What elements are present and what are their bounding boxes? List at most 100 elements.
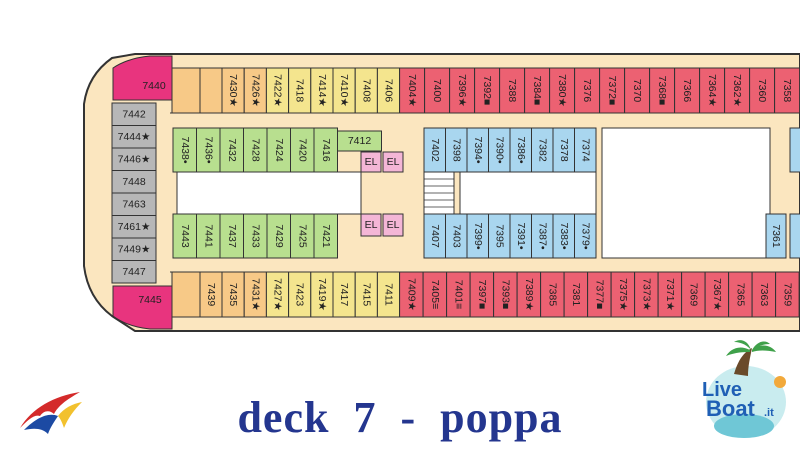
cabin xyxy=(360,151,382,173)
cabin xyxy=(382,151,404,173)
cabin-number: 7371★ xyxy=(664,278,676,311)
cabin-number: 7363 xyxy=(758,283,770,307)
cabin-number: 7399• xyxy=(472,222,484,249)
cabin-number: 7443 xyxy=(179,224,191,248)
cabin-number: 7441 xyxy=(202,224,214,248)
suite-top xyxy=(112,55,173,101)
cabin xyxy=(574,67,601,114)
cabin-number: 7461★ xyxy=(118,221,151,233)
cabin-number: 7423 xyxy=(294,283,306,307)
cabin xyxy=(574,127,597,173)
cabin-number: EL xyxy=(387,156,400,168)
cabin-number: 7445 xyxy=(138,294,162,306)
cabin-number: 7379• xyxy=(579,222,591,249)
cabin-number: 7432 xyxy=(226,138,238,162)
cabin-number: 7394• xyxy=(472,136,484,163)
cabin-number: 7411 xyxy=(383,283,395,306)
liveboat-text-it: .it xyxy=(764,407,774,419)
cabin xyxy=(111,260,157,284)
cabin xyxy=(499,67,526,114)
cabin-number: 7377■ xyxy=(593,280,605,310)
cabin-number: 7387• xyxy=(536,222,548,249)
cabin-number: 7360 xyxy=(756,79,768,103)
cabin-number: 7370 xyxy=(631,79,643,103)
cabin-number: 7380★ xyxy=(556,74,568,107)
liveboat-logo: Live Boat .it xyxy=(702,340,786,438)
cabin-number: 7401≡ xyxy=(452,280,464,310)
cabin-number: 7418 xyxy=(294,79,306,103)
cabin-number: 7381 xyxy=(570,283,582,307)
cabin-number: 7362★ xyxy=(731,74,743,107)
stairs-bottom-cabin xyxy=(171,271,201,318)
cabin xyxy=(765,213,787,259)
cabin-number: 7429 xyxy=(273,224,285,248)
core-right xyxy=(601,127,771,259)
cabin-number: 7435 xyxy=(227,283,239,307)
cabin xyxy=(574,213,597,259)
cabin-number: 7447 xyxy=(122,266,146,278)
cabin-number: 7397■ xyxy=(476,280,488,310)
stairs-top-cabin xyxy=(171,67,201,114)
cabin-number: 7396★ xyxy=(456,74,468,107)
cabin xyxy=(337,130,382,152)
cabin-number: 7392■ xyxy=(481,76,493,106)
core-mid xyxy=(459,171,597,215)
cabin-number: 7398 xyxy=(450,138,462,162)
cabin-number: 7358 xyxy=(781,79,793,103)
cabin xyxy=(199,67,223,114)
cabin-number: EL xyxy=(365,156,378,168)
cabin xyxy=(549,67,576,114)
cabin-number: 7368■ xyxy=(656,76,668,106)
carnival-funnel-logo xyxy=(20,392,82,434)
cabin xyxy=(474,67,501,114)
cabin-number: 7364★ xyxy=(706,74,718,107)
cabin xyxy=(399,67,426,114)
cabin-number: 7390• xyxy=(493,136,505,163)
cabin-number: EL xyxy=(365,219,378,231)
cabin-partial xyxy=(789,127,800,173)
cabin-number: 7436• xyxy=(202,136,214,163)
cabin-number: 7376 xyxy=(581,79,593,103)
cabin-number: 7410★ xyxy=(338,74,350,107)
cabin-number: 7409★ xyxy=(405,278,417,311)
cabin-number: 7463 xyxy=(122,198,146,210)
core-left xyxy=(176,171,362,215)
cabin-number: 7404★ xyxy=(406,74,418,107)
cabin-number: 7426★ xyxy=(249,74,261,107)
cabin-number: 7437 xyxy=(226,224,238,248)
cabin-number: 7359 xyxy=(781,283,793,307)
cabin xyxy=(775,271,800,318)
cabin xyxy=(624,67,651,114)
liveboat-text-live: Live xyxy=(702,379,742,401)
cabin-number: 7442 xyxy=(122,108,146,120)
deck-title: deck 7 - poppa xyxy=(237,393,563,442)
cabin-number: 7428 xyxy=(249,138,261,162)
cabin-number: 7414★ xyxy=(316,74,328,107)
cabin-number: 7407 xyxy=(429,224,441,248)
cabin-number: 7403 xyxy=(450,224,462,248)
cabin xyxy=(313,213,338,259)
cabin-number: 7433 xyxy=(249,224,261,248)
cabin-number: 7444★ xyxy=(118,131,151,143)
stairs-mid xyxy=(423,171,455,215)
cabin-number: 7386• xyxy=(515,136,527,163)
cabin xyxy=(724,67,751,114)
cabin xyxy=(360,213,382,237)
cabin xyxy=(774,67,800,114)
cabin-number: 7393■ xyxy=(499,280,511,310)
cabin-number: 7369 xyxy=(687,283,699,307)
cabin-number: 7420 xyxy=(296,138,308,162)
cabin-number: 7395 xyxy=(493,224,505,248)
cabin-number: 7425 xyxy=(296,224,308,248)
cabin-number: 7383• xyxy=(558,222,570,249)
cabin-number: 7391• xyxy=(515,222,527,249)
cabin-number: 7389★ xyxy=(523,278,535,311)
liveboat-text-boat: Boat xyxy=(706,396,756,421)
cabin xyxy=(524,67,551,114)
cabin-number: 7366 xyxy=(681,79,693,103)
cabin-number: 7378 xyxy=(558,138,570,162)
cabin-number: 7424 xyxy=(273,138,285,162)
cabin-number: 7415 xyxy=(360,283,372,307)
cabin-number: 7388 xyxy=(506,79,518,103)
cabin-number: 7367★ xyxy=(711,278,723,311)
